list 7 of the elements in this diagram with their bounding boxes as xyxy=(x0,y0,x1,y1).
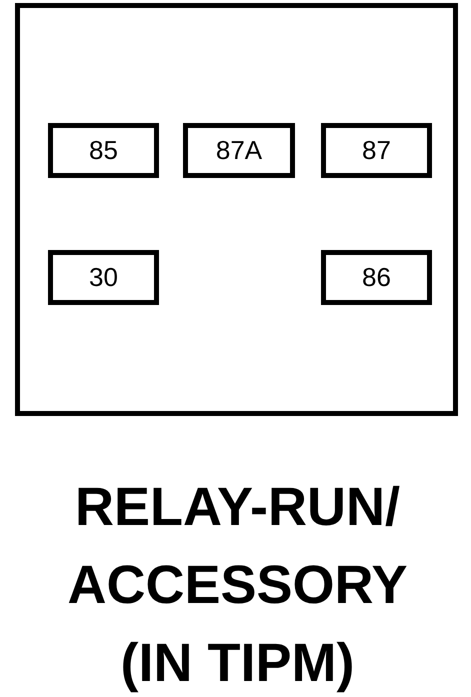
terminal-label: 86 xyxy=(321,250,432,305)
terminal-label: 87A xyxy=(183,123,295,178)
caption: RELAY-RUN/ ACCESSORY (IN TIPM) xyxy=(66,476,409,695)
terminal-label: 85 xyxy=(48,123,159,178)
terminal-label: 30 xyxy=(48,250,159,305)
terminal-label: 87 xyxy=(321,123,432,178)
relay-outline xyxy=(15,3,458,416)
